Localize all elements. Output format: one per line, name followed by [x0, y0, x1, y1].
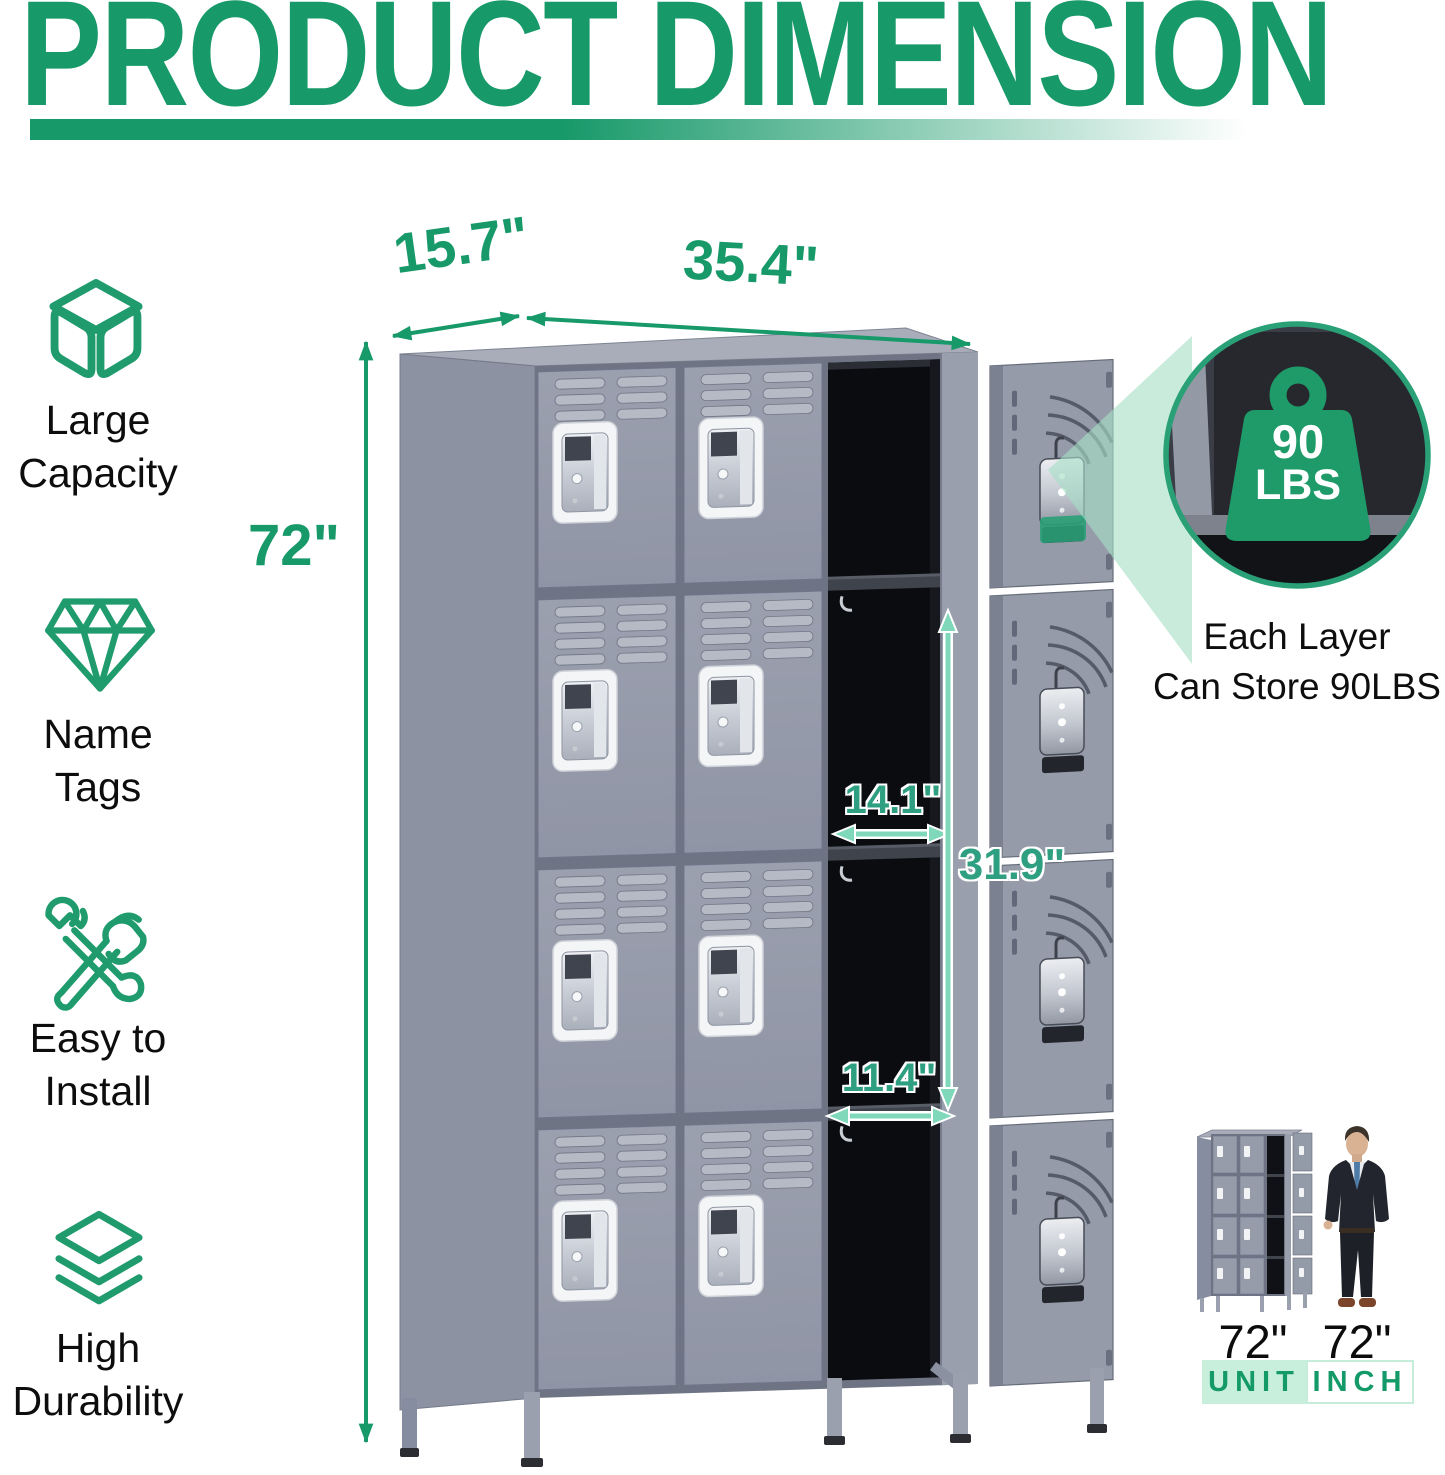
feature-large-capacity: Large Capacity — [0, 394, 198, 500]
locker-body — [399, 327, 1114, 1467]
mini-locker — [1196, 1129, 1313, 1312]
locker-legs — [400, 1362, 1107, 1467]
tools-icon — [40, 896, 158, 1019]
feature-label-line: Easy to — [29, 1015, 167, 1061]
person-height-label: 72" — [1322, 1315, 1392, 1368]
compartment-depth-label: 11.4" — [841, 1056, 937, 1100]
feature-easy-to-install: Easy to Install — [0, 1012, 198, 1118]
weight-icon — [1225, 366, 1371, 541]
person-figure — [1323, 1126, 1389, 1307]
compartment-width-label: 14.1" — [844, 778, 942, 822]
feature-label-line: Capacity — [18, 450, 178, 496]
callout-beam — [1048, 336, 1192, 664]
feature-label-line: Durability — [12, 1378, 184, 1424]
open-compartments — [828, 359, 940, 1381]
compartment-height-label: 31.9" — [958, 840, 1066, 889]
feature-label-line: Name — [43, 711, 153, 757]
locker-height-label: 72" — [1218, 1315, 1288, 1368]
unit-label: UNIT — [1202, 1360, 1306, 1404]
height-dimension-label: 72" — [247, 513, 340, 578]
depth-arrow — [391, 311, 521, 341]
diamond-icon — [42, 592, 158, 703]
weight-unit: LBS — [1255, 461, 1341, 509]
weight-value: 90 — [1271, 415, 1325, 468]
coat-hook — [839, 865, 853, 882]
unit-value: INCH — [1306, 1360, 1414, 1404]
feature-high-durability: High Durability — [0, 1322, 198, 1428]
dimension-arrows — [358, 311, 972, 1444]
coat-hook — [839, 1125, 853, 1142]
unit-badge: UNIT INCH — [1202, 1360, 1414, 1404]
weight-caption-line1: Each Layer — [1203, 616, 1391, 657]
feature-label-line: Tags — [54, 764, 142, 810]
weight-callout-circle — [1163, 321, 1431, 589]
interior-arrows — [824, 607, 959, 1127]
feature-label-line: Large — [45, 397, 151, 443]
cube-icon — [40, 276, 152, 399]
feature-label-line: High — [55, 1325, 141, 1371]
title-underline-bar — [30, 119, 1298, 140]
feature-name-tags: Name Tags — [0, 708, 198, 814]
width-dimension-label: 35.4" — [681, 227, 821, 298]
page-title: PRODUCT DIMENSION — [20, 0, 1333, 137]
coat-hook — [839, 595, 853, 612]
width-arrow — [525, 311, 972, 351]
weight-caption-line2: Can Store 90LBS — [1153, 666, 1441, 707]
feature-label-line: Install — [44, 1068, 152, 1114]
layers-icon — [46, 1208, 152, 1327]
